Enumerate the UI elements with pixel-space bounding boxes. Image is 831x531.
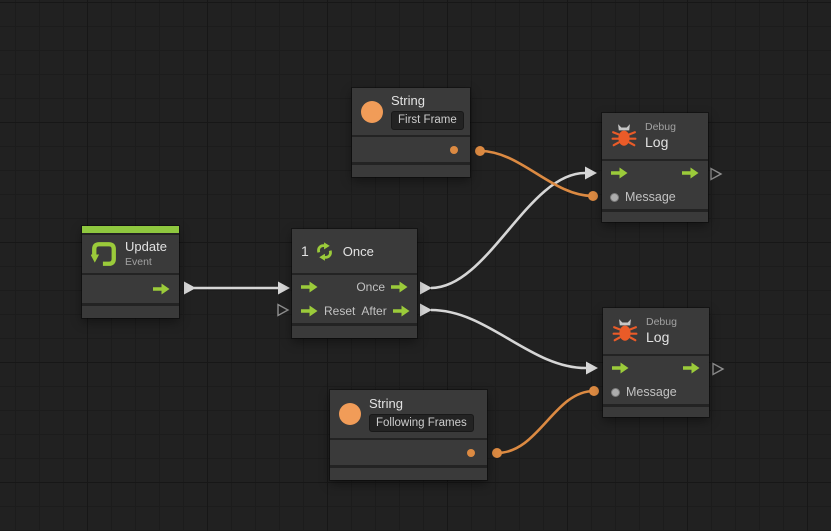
message-label: Message <box>626 385 677 399</box>
node-footer <box>82 306 179 318</box>
node-string-first[interactable]: String First Frame <box>352 88 470 177</box>
bug-icon <box>611 123 637 149</box>
log-bottom-exit-port-triangle[interactable] <box>712 362 725 376</box>
node-title: Once <box>342 243 374 259</box>
node-footer <box>330 468 487 480</box>
wire-string-first-to-message[interactable] <box>475 146 598 201</box>
node-subtitle: Event <box>125 255 152 268</box>
exec-input-port[interactable] <box>612 362 629 374</box>
bug-icon <box>612 318 638 344</box>
once-output-label: Once <box>356 280 385 294</box>
node-footer <box>602 212 708 222</box>
after-output-label: After <box>361 304 387 318</box>
node-category: Debug <box>646 315 677 328</box>
node-debug-log-bottom[interactable]: Debug Log Message <box>603 308 709 417</box>
node-category: Debug <box>645 120 676 133</box>
string-icon <box>339 403 361 425</box>
node-once[interactable]: 1 Once Once <box>292 229 417 338</box>
string-output-port[interactable] <box>467 448 475 457</box>
string-icon <box>361 100 383 123</box>
node-string-following[interactable]: String Following Frames <box>330 390 487 480</box>
node-title: String <box>391 93 425 109</box>
node-title: Log <box>646 328 670 345</box>
once-count-badge: 1 <box>301 243 309 259</box>
exec-input-port[interactable] <box>301 281 318 293</box>
wire-update-to-once[interactable] <box>184 281 290 295</box>
string-value-field[interactable]: First Frame <box>391 111 464 130</box>
string-output-port[interactable] <box>450 145 458 154</box>
wire-once-to-log-top[interactable] <box>420 166 597 295</box>
node-update-event[interactable]: Update Event <box>82 226 179 318</box>
reset-input-label: Reset <box>324 304 356 318</box>
exec-input-port[interactable] <box>611 167 628 179</box>
node-footer <box>352 165 470 177</box>
update-loop-icon <box>91 241 117 267</box>
string-value-field[interactable]: Following Frames <box>369 413 474 433</box>
node-debug-log-top[interactable]: Debug Log Message <box>602 113 708 222</box>
node-title: Update <box>125 239 167 255</box>
once-cycle-icon <box>314 241 335 262</box>
exec-output-port[interactable] <box>683 362 700 374</box>
exec-output-port[interactable] <box>153 283 170 295</box>
once-reset-port-triangle[interactable] <box>277 303 290 317</box>
node-footer <box>292 326 417 338</box>
reset-input-port[interactable] <box>301 305 318 317</box>
message-input-port[interactable] <box>610 192 619 202</box>
log-top-exit-port-triangle[interactable] <box>710 167 723 181</box>
node-title: String <box>369 395 403 411</box>
wire-once-to-log-bottom[interactable] <box>420 303 598 375</box>
message-input-port[interactable] <box>611 387 620 397</box>
once-output-port[interactable] <box>391 281 408 293</box>
node-title: Log <box>645 133 669 150</box>
exec-output-port[interactable] <box>682 167 699 179</box>
wire-string-following-to-message[interactable] <box>492 386 599 458</box>
node-footer <box>603 407 709 417</box>
message-label: Message <box>625 190 676 204</box>
event-accent-bar <box>82 226 179 233</box>
after-output-port[interactable] <box>392 305 410 317</box>
